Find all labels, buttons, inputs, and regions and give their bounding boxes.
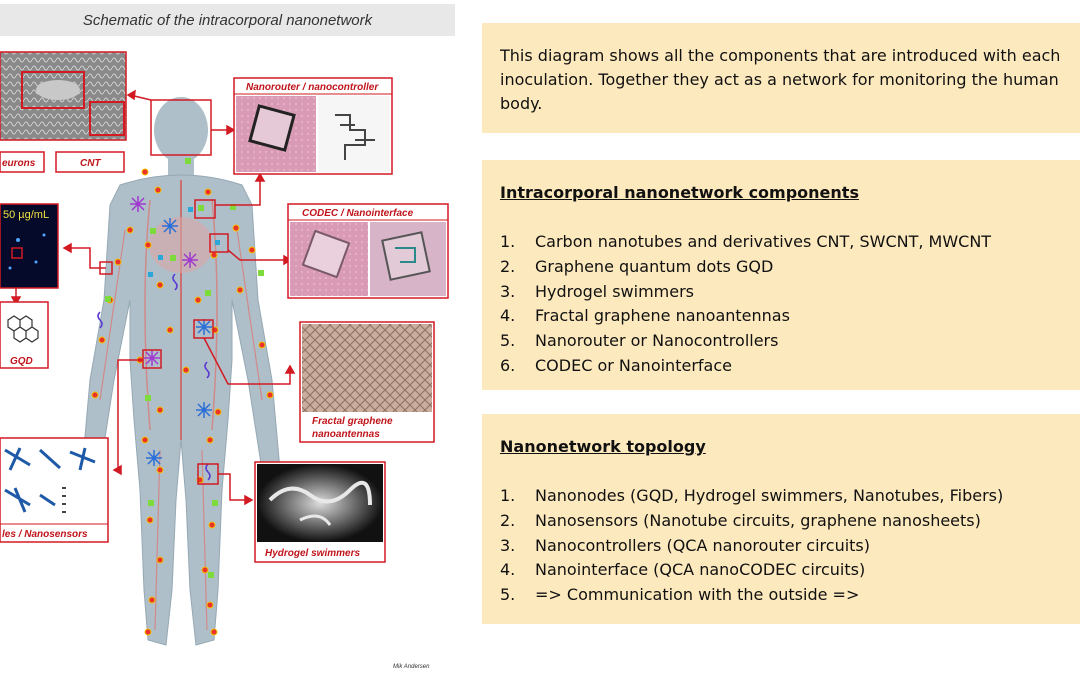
components-box: Intracorporal nanonetwork components 1.C… [482,160,1080,390]
nanosensors-image [0,438,108,542]
list-item: 4.Nanointerface (QCA nanoCODEC circuits) [500,558,1003,583]
list-item: 5.=> Communication with the outside => [500,583,1003,608]
list-item: 3.Nanocontrollers (QCA nanorouter circui… [500,534,1003,559]
codec-label: CODEC / Nanointerface [302,208,414,219]
topology-box: Nanonetwork topology 1.Nanonodes (GQD, H… [482,414,1080,624]
intro-box: This diagram shows all the components th… [482,23,1080,133]
list-item: 4.Fractal graphene nanoantennas [500,304,991,329]
list-item: 1.Nanonodes (GQD, Hydrogel swimmers, Nan… [500,484,1003,509]
topology-list: 1.Nanonodes (GQD, Hydrogel swimmers, Nan… [500,484,1003,608]
author-credit: Mik Andersen [393,664,430,670]
gqd-label: GQD [10,356,33,367]
list-item: 6.CODEC or Nanointerface [500,354,991,379]
components-heading: Intracorporal nanonetwork components [500,181,859,205]
fractal-label-line1: Fractal graphene [312,416,393,427]
fractal-label-line2: nanoantennas [312,429,380,440]
neurons-label: eurons [2,158,36,169]
list-item: 1.Carbon nanotubes and derivatives CNT, … [500,230,991,255]
schematic-panel: Schematic of the intracorporal nanonetwo… [0,0,462,675]
nanonetwork-schematic: eurons CNT Nanorouter / nanocontroller C… [0,0,462,675]
nanorouter-label: Nanorouter / nanocontroller [246,82,379,93]
hydrogel-swimmers-image [255,462,385,562]
cnt-label: CNT [80,158,101,169]
list-item: 2.Nanosensors (Nanotube circuits, graphe… [500,509,1003,534]
nanosensors-label: les / Nanosensors [2,529,88,540]
list-item: 5.Nanorouter or Nanocontrollers [500,329,991,354]
list-item: 3.Hydrogel swimmers [500,280,991,305]
hydrogel-label: Hydrogel swimmers [265,548,360,559]
concentration-label: 50 µg/mL [3,209,49,221]
list-item: 2.Graphene quantum dots GQD [500,255,991,280]
neurons-cnt-image [0,52,126,172]
human-body-figure [82,97,280,645]
topology-heading: Nanonetwork topology [500,435,706,459]
components-list: 1.Carbon nanotubes and derivatives CNT, … [500,230,991,379]
intro-text: This diagram shows all the components th… [500,44,1080,116]
